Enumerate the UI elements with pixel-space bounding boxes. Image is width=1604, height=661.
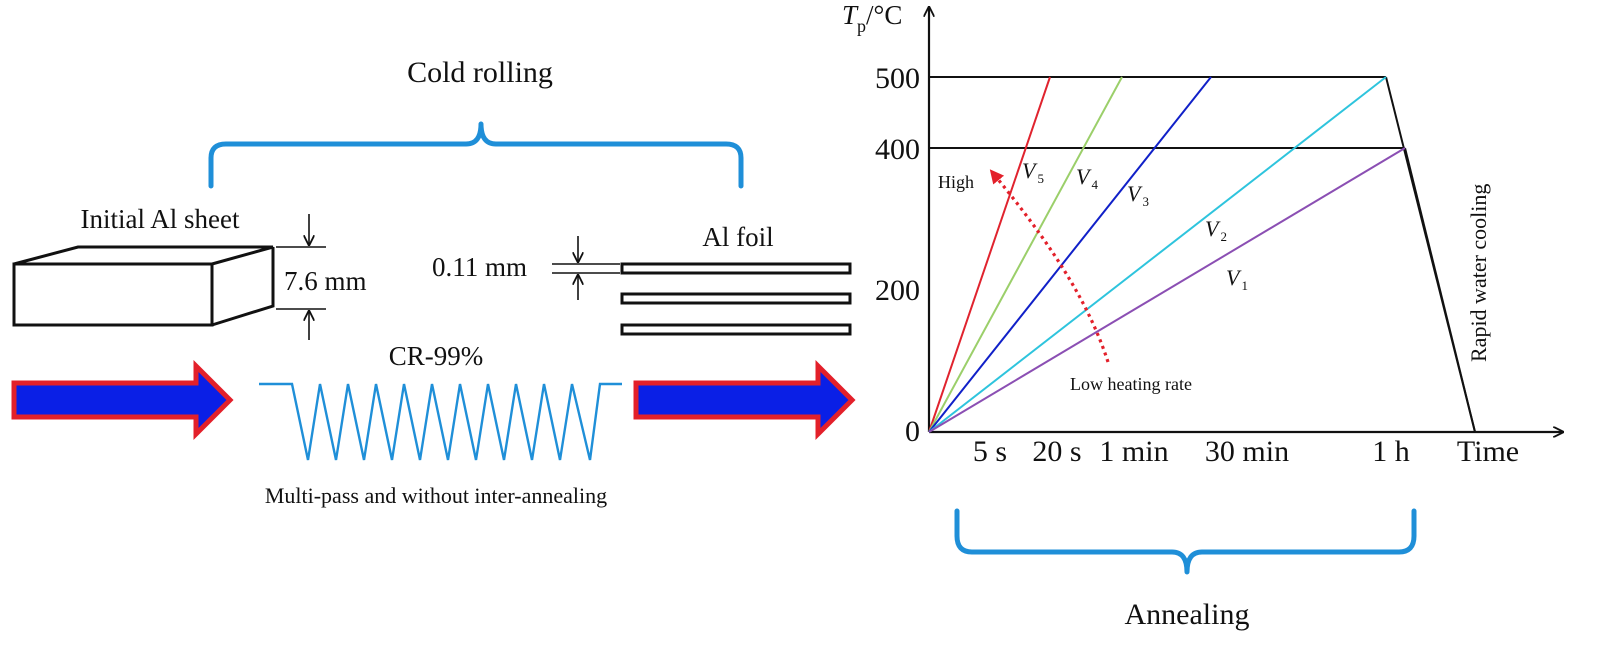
y-axis-title: Tp/°C (842, 0, 902, 36)
thickness-foil-label: 0.11 mm (432, 252, 527, 282)
rolling-caption: Multi-pass and without inter-annealing (265, 483, 607, 508)
temperature-profile (929, 76, 1476, 433)
x-tick-label: 1 h (1372, 435, 1410, 468)
heating-rate-arrow (989, 169, 1110, 363)
foil-strip (620, 262, 852, 275)
process-arrow-right (633, 359, 856, 441)
initial-al-sheet (12, 245, 275, 327)
heating-line-v2 (928, 76, 1387, 433)
heating-line-v4 (928, 76, 1123, 433)
process-arrow-left (11, 359, 234, 441)
x-tick-label: 20 s (1032, 435, 1081, 468)
x-tick-label: 30 min (1205, 435, 1289, 468)
y-tick-label: 500 (875, 62, 920, 95)
al-foil-label: Al foil (702, 222, 773, 252)
cooling-line-400 (1404, 147, 1476, 433)
x-axis-title: Time (1457, 435, 1519, 468)
reduction-label: CR-99% (389, 341, 484, 371)
cooling-label: Rapid water cooling (1466, 184, 1491, 362)
heating-line-v1 (928, 147, 1406, 433)
thickness-initial-label: 7.6 mm (284, 266, 367, 296)
low-rate-label: Low heating rate (1070, 374, 1192, 394)
heating-line-v3 (928, 76, 1212, 433)
high-rate-label: High (938, 172, 974, 192)
heating-line-v5 (928, 76, 1051, 433)
y-tick-label: 400 (875, 133, 920, 166)
thickness-dimension-foil (552, 236, 620, 300)
thickness-dimension-initial (276, 214, 326, 340)
multi-pass-zigzag (259, 382, 622, 461)
x-tick-label: 1 min (1099, 435, 1168, 468)
foil-strip (620, 323, 852, 336)
foil-strip (620, 292, 852, 305)
cold-rolling-title: Cold rolling (407, 56, 553, 89)
y-tick-label: 200 (875, 274, 920, 307)
cold-rolling-brace (208, 121, 744, 189)
al-foil-strips (620, 262, 852, 336)
annealing-brace (954, 508, 1417, 575)
annealing-title: Annealing (1125, 598, 1250, 631)
y-tick-label: 0 (905, 415, 920, 448)
initial-sheet-label: Initial Al sheet (81, 204, 240, 234)
x-tick-label: 5 s (973, 435, 1007, 468)
